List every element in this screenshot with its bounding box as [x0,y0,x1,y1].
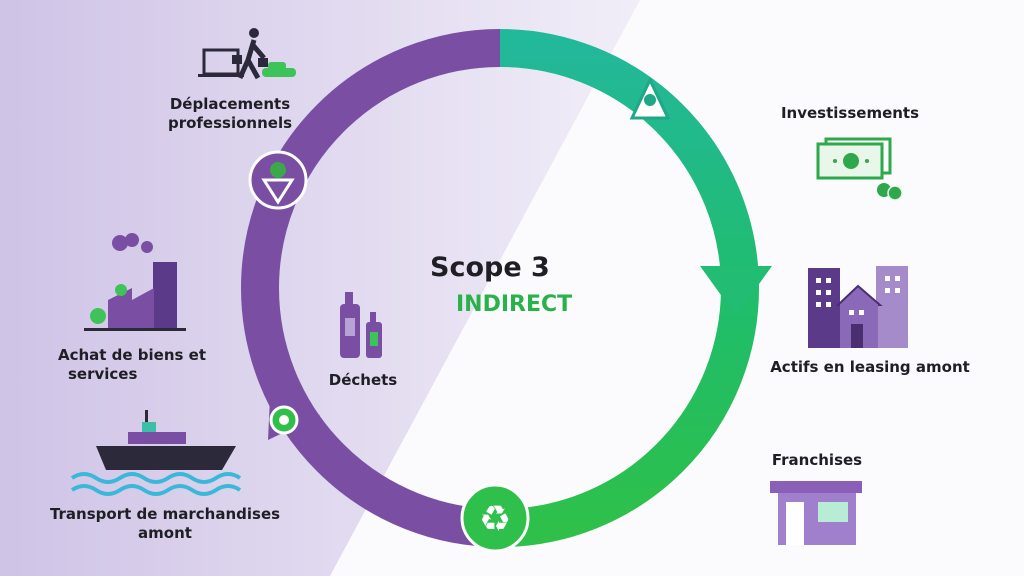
ship-icon [70,410,242,496]
center-title: Scope 3 [430,252,550,283]
money-icon [816,137,903,201]
svg-text:♻: ♻ [479,499,511,540]
label-achat-biens-services: Achat de biens et services [52,346,212,384]
label-line: services [68,365,138,383]
factory-icon [84,233,186,331]
label-line: professionnels [167,114,293,132]
center-subtitle: INDIRECT [456,292,573,317]
arrow-head-right [700,266,772,316]
purple-arc [241,29,501,547]
buildings-icon [808,266,908,348]
label-dechets: Déchets [328,371,398,389]
label-line: Transport de marchandises [49,505,281,523]
green-arc [499,29,759,547]
bottles-icon [340,292,382,358]
label-line: amont [138,524,192,542]
label-franchises: Franchises [771,451,863,469]
lifebuoy-icon [269,405,299,435]
label-deplacements-professionnels: Déplacements professionnels [165,95,295,133]
storefront-icon [770,481,862,545]
label-transport-marchandises-amont: Transport de marchandises amont [40,505,290,543]
label-line: Déplacements [169,95,291,113]
label-actifs-leasing-amont: Actifs en leasing amont [770,358,970,376]
label-investissements: Investissements [780,104,920,122]
tree-sign-icon [629,76,671,120]
recycle-icon: ♻ [460,483,530,553]
label-line: Achat de biens et [57,346,207,364]
broccoli-icon [248,150,308,210]
business-travel-icon [198,28,296,80]
